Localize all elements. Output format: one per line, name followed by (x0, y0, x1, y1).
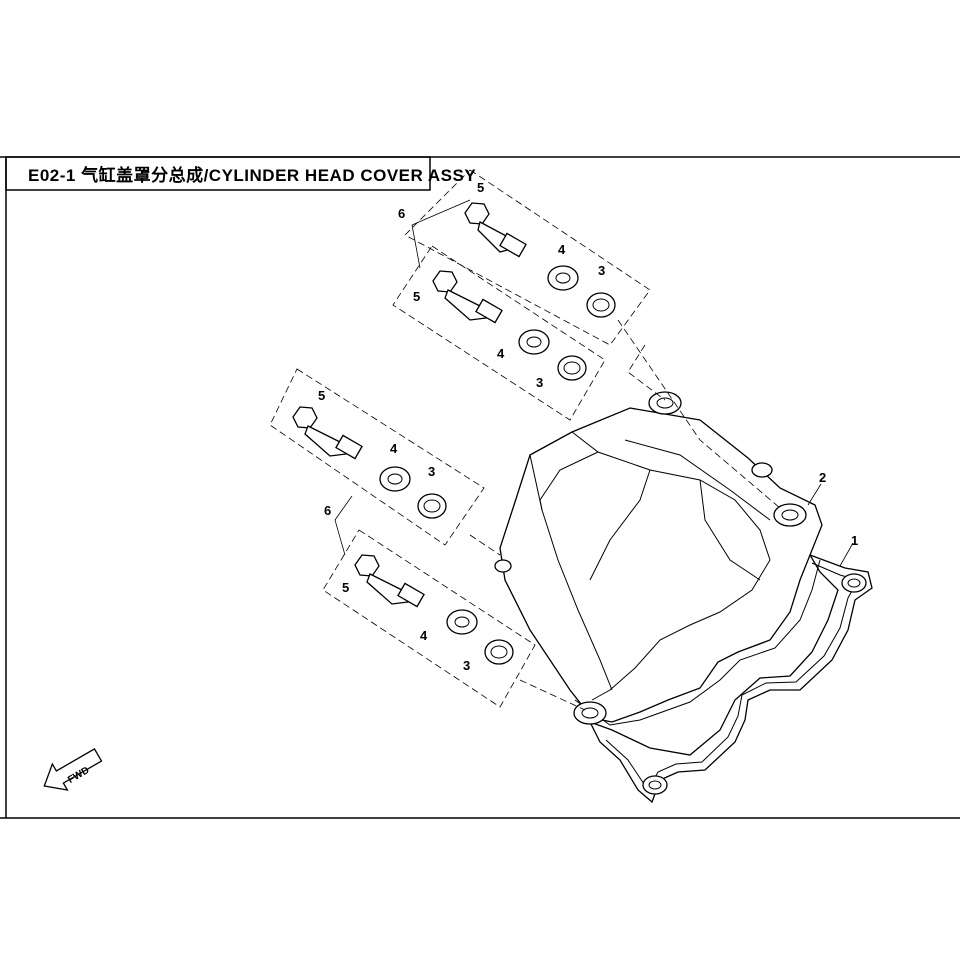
cylinder-head-cover (494, 391, 873, 804)
callout-bolt-c: 5 (318, 388, 325, 403)
bolt-group-a (404, 169, 651, 346)
callout-group-top: 6 (398, 206, 405, 221)
callout-seal-a: 3 (598, 263, 605, 278)
bolt-group-c (269, 368, 485, 546)
callout-washer-b: 4 (497, 346, 505, 361)
callout-bolt-b: 5 (413, 289, 420, 304)
callout-washer-d: 4 (420, 628, 428, 643)
callout-bolt-a: 5 (477, 180, 484, 195)
callout-cover: 1 (851, 533, 858, 548)
bolt-group-b (392, 245, 606, 421)
callout-leaders (807, 483, 854, 567)
callout-seal-d: 3 (463, 658, 470, 673)
assembly-lines (469, 319, 781, 711)
drawing-frame (0, 156, 960, 819)
callout-group-bottom: 6 (324, 503, 331, 518)
diagram-title: E02-1 气缸盖罩分总成/CYLINDER HEAD COVER ASSY (28, 165, 476, 185)
bolt-group-d (322, 529, 536, 708)
callout-washer-a: 4 (558, 242, 566, 257)
callout-gasket: 2 (819, 470, 826, 485)
callout-seal-c: 3 (428, 464, 435, 479)
forward-arrow-icon (43, 748, 103, 791)
callout-seal-b: 3 (536, 375, 543, 390)
callout-washer-c: 4 (390, 441, 398, 456)
group-brackets (334, 199, 471, 556)
callout-bolt-d: 5 (342, 580, 349, 595)
